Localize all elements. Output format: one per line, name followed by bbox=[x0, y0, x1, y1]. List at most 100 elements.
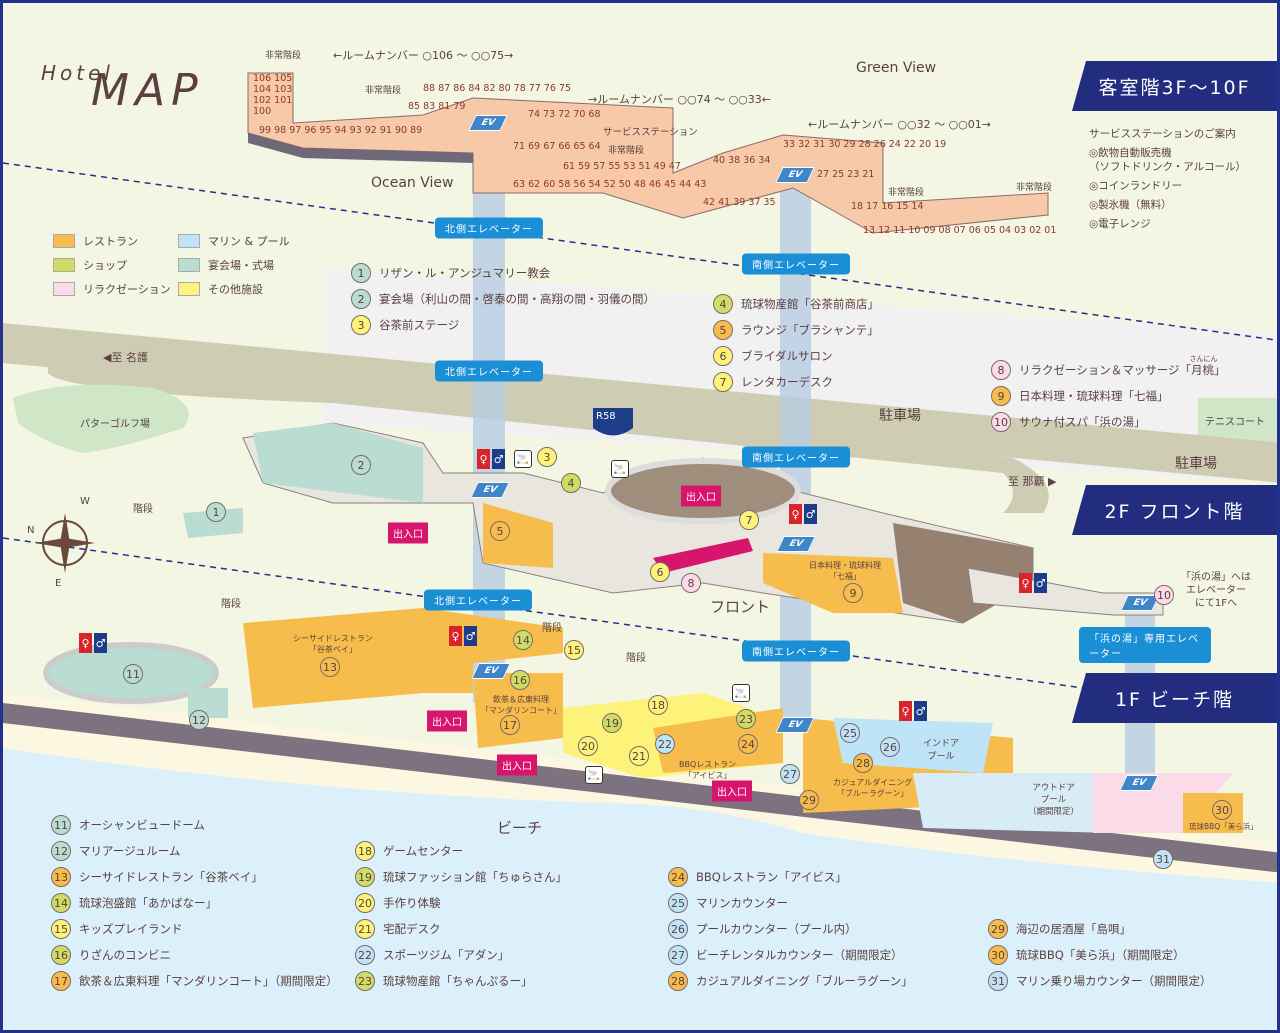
facility-name-ruby: さんにん bbox=[1189, 355, 1218, 363]
map-marker-11[interactable]: 11 bbox=[123, 664, 143, 684]
map-marker-23[interactable]: 23 bbox=[736, 709, 756, 729]
facility-number-badge: 30 bbox=[988, 945, 1008, 965]
facility-name: 手作り体験 bbox=[383, 895, 441, 911]
facility-name-text: 飲茶＆広東料理「マンダリンコート」（期間限定） bbox=[79, 974, 338, 988]
floor-divider bbox=[3, 537, 1084, 689]
legend-label: マリン & プール bbox=[208, 235, 290, 248]
map-marker-30[interactable]: 30 bbox=[1212, 800, 1232, 820]
restaurant-shichifuku bbox=[763, 553, 903, 613]
map-marker-10[interactable]: 10 bbox=[1154, 585, 1174, 605]
facility-name: カジュアルダイニング「ブルーラグーン」 bbox=[696, 973, 913, 989]
facility-name: キッズプレイランド bbox=[79, 921, 183, 937]
facility-name-text: シーサイドレストラン「谷茶ベイ」 bbox=[79, 870, 263, 884]
legend-item: ショップ bbox=[53, 257, 178, 273]
facility-number-badge: 21 bbox=[355, 919, 375, 939]
legend-item: 宴会場・式場 bbox=[178, 257, 298, 273]
service-info-title: サービスステーションのご案内 bbox=[1089, 128, 1236, 140]
facility-number-badge: 14 bbox=[51, 893, 71, 913]
label-line: 日本料理・琉球料理 bbox=[809, 561, 881, 570]
banner-guest-floors: 客室階3F～10F bbox=[1072, 61, 1277, 111]
banner-beach-floor: 1F ビーチ階 bbox=[1072, 673, 1277, 723]
facility-name: 琉球物産館「谷茶前商店」 bbox=[741, 296, 879, 312]
service-info-item: ◎コインランドリー bbox=[1089, 180, 1183, 192]
map-marker-17[interactable]: 17 bbox=[500, 715, 520, 735]
map-marker-31[interactable]: 31 bbox=[1153, 849, 1173, 869]
female-restroom-icon: ♀ bbox=[477, 449, 490, 469]
service-info-item: （ソフトドリンク・アルコール） bbox=[1089, 161, 1246, 173]
restaurant-mandarin-court bbox=[473, 673, 563, 748]
map-marker-6[interactable]: 6 bbox=[650, 562, 670, 582]
north-elevator-label: 北側エレベーター bbox=[424, 589, 532, 611]
facility-name-text: ゲームセンター bbox=[383, 844, 464, 858]
south-elevator-label: 南側エレベーター bbox=[742, 446, 850, 468]
map-marker-29[interactable]: 29 bbox=[799, 790, 819, 810]
rooms-l: 27 25 23 21 bbox=[817, 169, 875, 180]
exit-label[interactable]: 出入口 bbox=[427, 710, 467, 732]
facility-number-badge: 3 bbox=[351, 315, 371, 335]
facility-name: 海辺の居酒屋「島唄」 bbox=[1016, 921, 1131, 937]
emergency-stairs-label: 非常階段 bbox=[265, 51, 302, 61]
facility-number-badge: 12 bbox=[51, 841, 71, 861]
facility-name: シーサイドレストラン「谷茶ベイ」 bbox=[79, 869, 263, 885]
facility-name-text: 琉球ファッション館「ちゅらさん」 bbox=[383, 870, 567, 884]
exit-label[interactable]: 出入口 bbox=[388, 522, 428, 544]
map-marker-5[interactable]: 5 bbox=[490, 521, 510, 541]
label-line: プール bbox=[927, 752, 955, 762]
map-marker-13[interactable]: 13 bbox=[320, 657, 340, 677]
facility-number-badge: 19 bbox=[355, 867, 375, 887]
map-marker-14[interactable]: 14 bbox=[513, 630, 533, 650]
putter-golf-area bbox=[13, 384, 189, 453]
map-marker-27[interactable]: 27 bbox=[780, 764, 800, 784]
exit-label[interactable]: 出入口 bbox=[681, 485, 721, 507]
map-marker-8[interactable]: 8 bbox=[681, 573, 701, 593]
facility-name-text: リザン・ル・アンジュマリー教会 bbox=[379, 266, 551, 280]
exit-label[interactable]: 出入口 bbox=[497, 754, 537, 776]
map-marker-1[interactable]: 1 bbox=[206, 502, 226, 522]
map-marker-22[interactable]: 22 bbox=[655, 734, 675, 754]
legend-item: その他施設 bbox=[178, 281, 298, 297]
female-restroom-icon: ♀ bbox=[449, 626, 462, 646]
parking-label: 駐車場 bbox=[1175, 456, 1217, 472]
map-marker-21[interactable]: 21 bbox=[629, 746, 649, 766]
map-marker-18[interactable]: 18 bbox=[648, 695, 668, 715]
legend-swatch bbox=[178, 282, 200, 296]
map-marker-2[interactable]: 2 bbox=[351, 455, 371, 475]
label-line: アウトドア bbox=[1032, 783, 1075, 793]
map-marker-28[interactable]: 28 bbox=[853, 753, 873, 773]
map-marker-20[interactable]: 20 bbox=[578, 736, 598, 756]
legend-item: マリン & プール bbox=[178, 233, 298, 249]
facility-name: マリン乗り場カウンター（期間限定） bbox=[1016, 973, 1212, 989]
map-marker-4[interactable]: 4 bbox=[561, 473, 581, 493]
map-marker-26[interactable]: 26 bbox=[880, 737, 900, 757]
facility-name-text: マリン乗り場カウンター（期間限定） bbox=[1016, 974, 1212, 988]
map-marker-9[interactable]: 9 bbox=[843, 583, 863, 603]
map-marker-3[interactable]: 3 bbox=[537, 447, 557, 467]
female-restroom-icon: ♀ bbox=[789, 504, 802, 524]
map-marker-12[interactable]: 12 bbox=[189, 710, 209, 730]
map-marker-19[interactable]: 19 bbox=[602, 713, 622, 733]
map-marker-24[interactable]: 24 bbox=[738, 734, 758, 754]
facility-name: レンタカーデスク bbox=[741, 374, 833, 390]
legend-item: レストラン bbox=[53, 233, 178, 249]
facility-number-badge: 25 bbox=[668, 893, 688, 913]
facility-name: 宅配デスク bbox=[383, 921, 441, 937]
facility-name-text: 宴会場（利山の間・啓泰の間・高翔の間・羽儀の間） bbox=[379, 292, 655, 306]
map-marker-25[interactable]: 25 bbox=[840, 723, 860, 743]
map-marker-7[interactable]: 7 bbox=[739, 510, 759, 530]
exit-label[interactable]: 出入口 bbox=[712, 780, 752, 802]
service-station-label: サービスステーション bbox=[603, 127, 698, 138]
legend-label: レストラン bbox=[83, 235, 138, 248]
tennis-court-area bbox=[1198, 398, 1277, 443]
facility-number-badge: 31 bbox=[988, 971, 1008, 991]
blue-lagoon-label: カジュアルダイニング「ブルーラグーン」 bbox=[833, 777, 912, 799]
outdoor-pool-label: アウトドアプール（期間限定） bbox=[1028, 781, 1079, 817]
service-info-item: ◎飲物自動販売機 bbox=[1089, 147, 1172, 159]
mandarin-court-label: 飲茶＆広東料理「マンダリンコート」 bbox=[481, 694, 561, 716]
map-marker-15[interactable]: 15 bbox=[564, 640, 584, 660]
map-marker-16[interactable]: 16 bbox=[510, 670, 530, 690]
emergency-stairs-label: 非常階段 bbox=[888, 188, 925, 198]
